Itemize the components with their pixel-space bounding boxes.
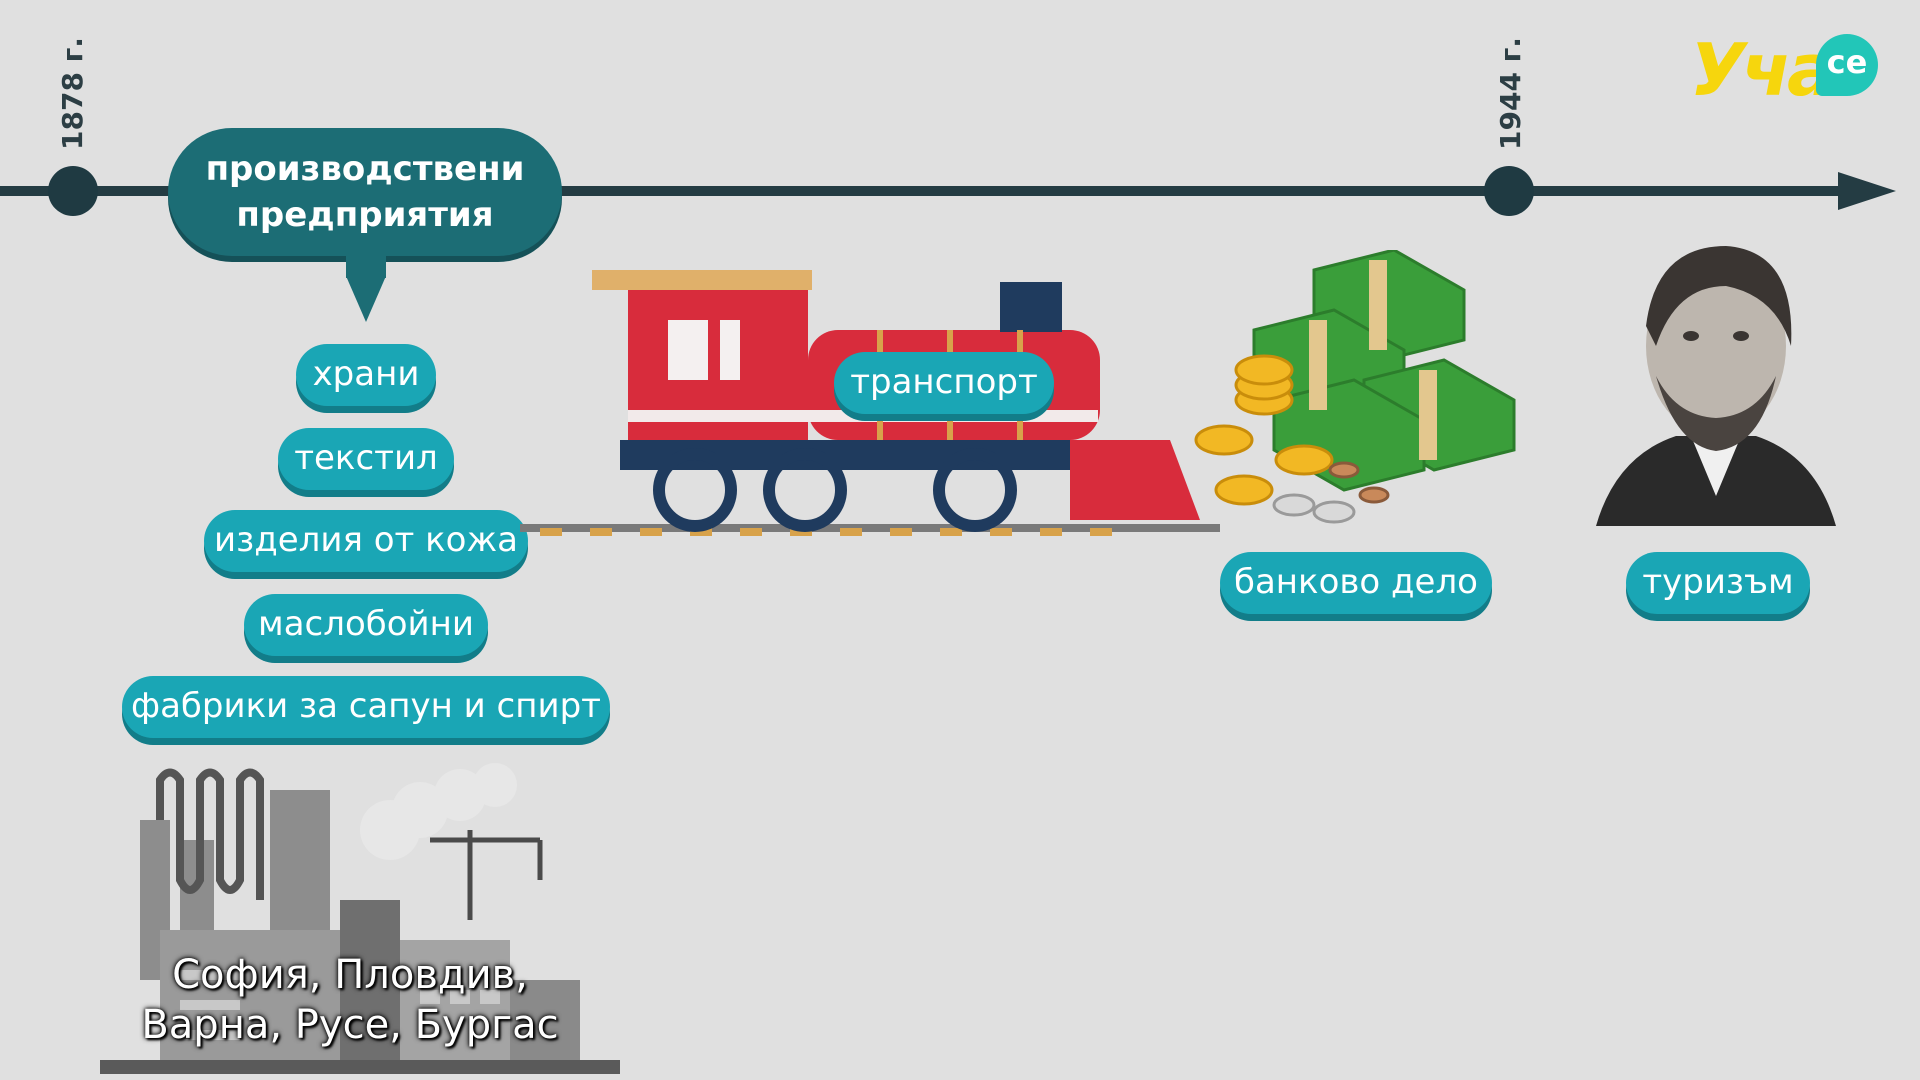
- main-topic-line1: производствени: [205, 149, 525, 189]
- sector-pill-tourism: туризъм: [1626, 552, 1810, 614]
- uchase-logo: Уча се: [1690, 24, 1890, 114]
- logo-text: Уча: [1690, 28, 1836, 112]
- industry-pill-food: храни: [296, 344, 436, 406]
- factory-icon: [100, 763, 620, 1074]
- timeline-axis: [0, 186, 1860, 196]
- sector-pill-banking: банково дело: [1220, 552, 1492, 614]
- sector-pill-transport: транспорт: [834, 352, 1054, 414]
- timeline-end-year: 1944 г.: [1494, 37, 1527, 150]
- industry-pill-soap-spirit: фабрики за сапун и спирт: [122, 676, 610, 738]
- timeline-start-marker: [48, 166, 98, 216]
- main-topic-line2: предприятия: [236, 195, 494, 235]
- pointer-arrow-icon: [346, 276, 386, 322]
- timeline-arrow-icon: [1838, 172, 1896, 210]
- timeline-start-year: 1878 г.: [56, 37, 89, 150]
- timeline-end-marker: [1484, 166, 1534, 216]
- main-topic-pointer: [346, 256, 386, 278]
- industry-pill-leather: изделия от кожа: [204, 510, 528, 572]
- industry-pill-textile: текстил: [278, 428, 454, 490]
- main-topic-bubble: производствени предприятия: [168, 128, 562, 256]
- portrait-icon: [1596, 246, 1836, 526]
- cities-caption-line1: София, Пловдив,: [172, 952, 528, 998]
- logo-badge: се: [1816, 34, 1878, 96]
- cities-caption-line2: Варна, Русе, Бургас: [141, 1002, 559, 1048]
- cities-caption: София, Пловдив, Варна, Русе, Бургас: [140, 950, 560, 1050]
- money-icon: [1194, 250, 1516, 524]
- industry-pill-oil-mills: маслобойни: [244, 594, 488, 656]
